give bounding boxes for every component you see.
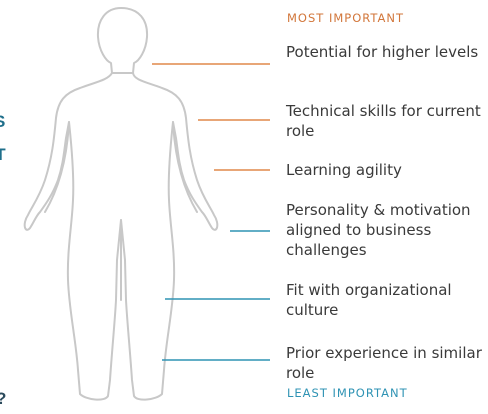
ranking-item-potential: Potential for higher levels <box>286 43 479 61</box>
ranking-item-culture-fit: Fit with organizational culture <box>286 281 452 319</box>
cropped-heading-line-2: S <box>0 112 6 132</box>
human-body-outline-icon <box>23 7 219 401</box>
ranking-item-technical-skills: Technical skills for current role <box>286 102 481 140</box>
cropped-question-line: ? <box>0 389 7 409</box>
ranking-item-personality-motivation: Personality & motivation aligned to busi… <box>286 201 471 259</box>
cropped-heading-line-3: NT <box>0 145 7 164</box>
ranking-item-learning-agility: Learning agility <box>286 161 402 179</box>
most-important-label: MOST IMPORTANT <box>287 11 405 25</box>
ranking-item-prior-experience: Prior experience in similar role <box>286 344 482 382</box>
least-important-label: LEAST IMPORTANT <box>287 386 408 400</box>
